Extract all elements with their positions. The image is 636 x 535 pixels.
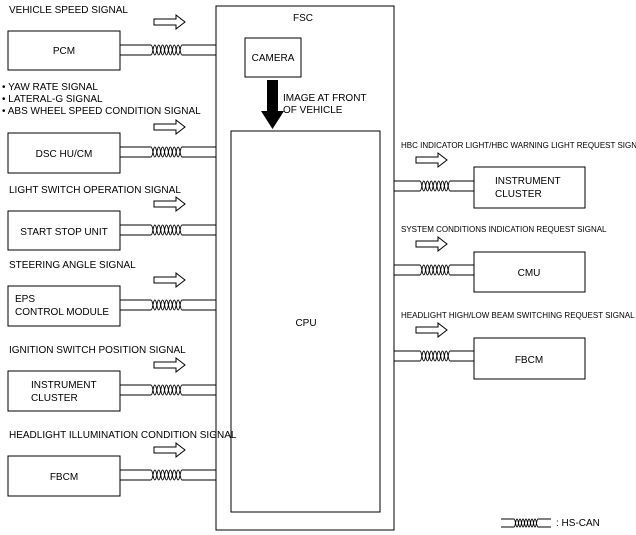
instrument-cluster-box bbox=[7, 370, 121, 412]
image-label-line-1: IMAGE AT FRONT bbox=[283, 93, 367, 104]
signal-label: LIGHT SWITCH OPERATION SIGNAL bbox=[9, 185, 181, 196]
module-label: CONTROL MODULE bbox=[15, 307, 109, 318]
hs-can-cable bbox=[120, 44, 216, 56]
module-label: INSTRUMENT bbox=[495, 176, 561, 187]
output-instrument-cluster: HBC INDICATOR LIGHT/HBC WARNING LIGHT RE… bbox=[394, 141, 636, 209]
module-label: START STOP UNIT bbox=[20, 227, 107, 238]
module-label: CLUSTER bbox=[495, 189, 542, 200]
module-label: FBCM bbox=[50, 472, 78, 483]
signal-label: HEADLIGHT ILLUMINATION CONDITION SIGNAL bbox=[9, 430, 237, 441]
module-label: INSTRUMENT bbox=[31, 380, 97, 391]
signal-direction-arrow bbox=[153, 118, 186, 136]
module-label: PCM bbox=[53, 46, 75, 57]
cpu-label: CPU bbox=[295, 318, 316, 329]
module-label: EPS bbox=[15, 294, 35, 305]
output-fbcm: HEADLIGHT HIGH/LOW BEAM SWITCHING REQUES… bbox=[394, 311, 635, 380]
hs-can-cable bbox=[120, 469, 216, 481]
hs-can-cable bbox=[120, 384, 216, 396]
module-label: FBCM bbox=[515, 355, 543, 366]
input-pcm: VEHICLE SPEED SIGNAL PCM bbox=[7, 5, 216, 71]
fbcm-box bbox=[473, 337, 586, 380]
signal-label: IGNITION SWITCH POSITION SIGNAL bbox=[9, 345, 186, 356]
module-label: CMU bbox=[518, 268, 541, 279]
hs-can-cable bbox=[394, 180, 474, 192]
fbcm-box bbox=[7, 455, 121, 497]
output-cmu: SYSTEM CONDITIONS INDICATION REQUEST SIG… bbox=[394, 225, 607, 293]
dsc-hu-cm-box bbox=[7, 132, 121, 174]
signal-label: • YAW RATE SIGNAL bbox=[2, 82, 98, 93]
input-fbcm: HEADLIGHT ILLUMINATION CONDITION SIGNAL … bbox=[7, 430, 237, 497]
signal-label: STEERING ANGLE SIGNAL bbox=[9, 260, 136, 271]
output-modules: HBC INDICATOR LIGHT/HBC WARNING LIGHT RE… bbox=[394, 141, 636, 380]
input-start-stop-unit: LIGHT SWITCH OPERATION SIGNAL START STOP… bbox=[7, 185, 216, 251]
signal-direction-arrow bbox=[153, 195, 186, 213]
input-instrument-cluster: IGNITION SWITCH POSITION SIGNAL INSTRUME… bbox=[7, 345, 216, 412]
camera-label: CAMERA bbox=[252, 53, 295, 64]
module-label: DSC HU/CM bbox=[36, 149, 93, 160]
hs-can-cable bbox=[120, 224, 216, 236]
image-label-line-2: OF VEHICLE bbox=[283, 105, 343, 116]
signal-direction-arrow bbox=[153, 13, 186, 31]
eps-control-module-box bbox=[7, 285, 121, 327]
signal-label: • LATERAL-G SIGNAL bbox=[2, 94, 103, 105]
input-modules: VEHICLE SPEED SIGNAL PCM • YAW RATE SIGN… bbox=[2, 5, 237, 497]
signal-label: HEADLIGHT HIGH/LOW BEAM SWITCHING REQUES… bbox=[401, 311, 635, 320]
signal-direction-arrow bbox=[153, 441, 186, 459]
hs-can-legend-symbol bbox=[501, 518, 551, 528]
legend-label: : HS-CAN bbox=[556, 518, 600, 529]
signal-direction-arrow bbox=[153, 356, 186, 374]
hs-can-cable bbox=[120, 299, 216, 311]
signal-direction-arrow bbox=[153, 271, 186, 289]
hs-can-cable bbox=[394, 264, 474, 276]
input-dsc-hu-cm: • YAW RATE SIGNAL • LATERAL-G SIGNAL • A… bbox=[2, 82, 216, 174]
fsc-unit: FSC CAMERA IMAGE AT FRONT OF VEHICLE CPU bbox=[215, 5, 395, 531]
legend: : HS-CAN bbox=[501, 518, 600, 529]
input-eps-control-module: STEERING ANGLE SIGNAL EPS CONTROL MODULE bbox=[7, 260, 216, 327]
hs-can-cable bbox=[120, 146, 216, 158]
signal-label: VEHICLE SPEED SIGNAL bbox=[9, 5, 128, 16]
signal-label: HBC INDICATOR LIGHT/HBC WARNING LIGHT RE… bbox=[401, 141, 636, 150]
signal-label: SYSTEM CONDITIONS INDICATION REQUEST SIG… bbox=[401, 225, 607, 234]
fsc-title: FSC bbox=[293, 13, 313, 24]
signal-direction-arrow bbox=[415, 235, 448, 253]
hs-can-cable bbox=[394, 350, 474, 362]
instrument-cluster-box bbox=[473, 166, 586, 209]
signal-label: • ABS WHEEL SPEED CONDITION SIGNAL bbox=[2, 106, 201, 117]
camera-box bbox=[244, 37, 302, 78]
cmu-box bbox=[473, 251, 586, 293]
signal-direction-arrow bbox=[415, 321, 448, 339]
start-stop-unit-box bbox=[7, 210, 121, 251]
cpu-box bbox=[230, 130, 381, 513]
signal-direction-arrow bbox=[415, 151, 448, 169]
module-label: CLUSTER bbox=[31, 393, 78, 404]
pcm-box bbox=[7, 30, 121, 71]
image-arrow bbox=[261, 80, 284, 129]
